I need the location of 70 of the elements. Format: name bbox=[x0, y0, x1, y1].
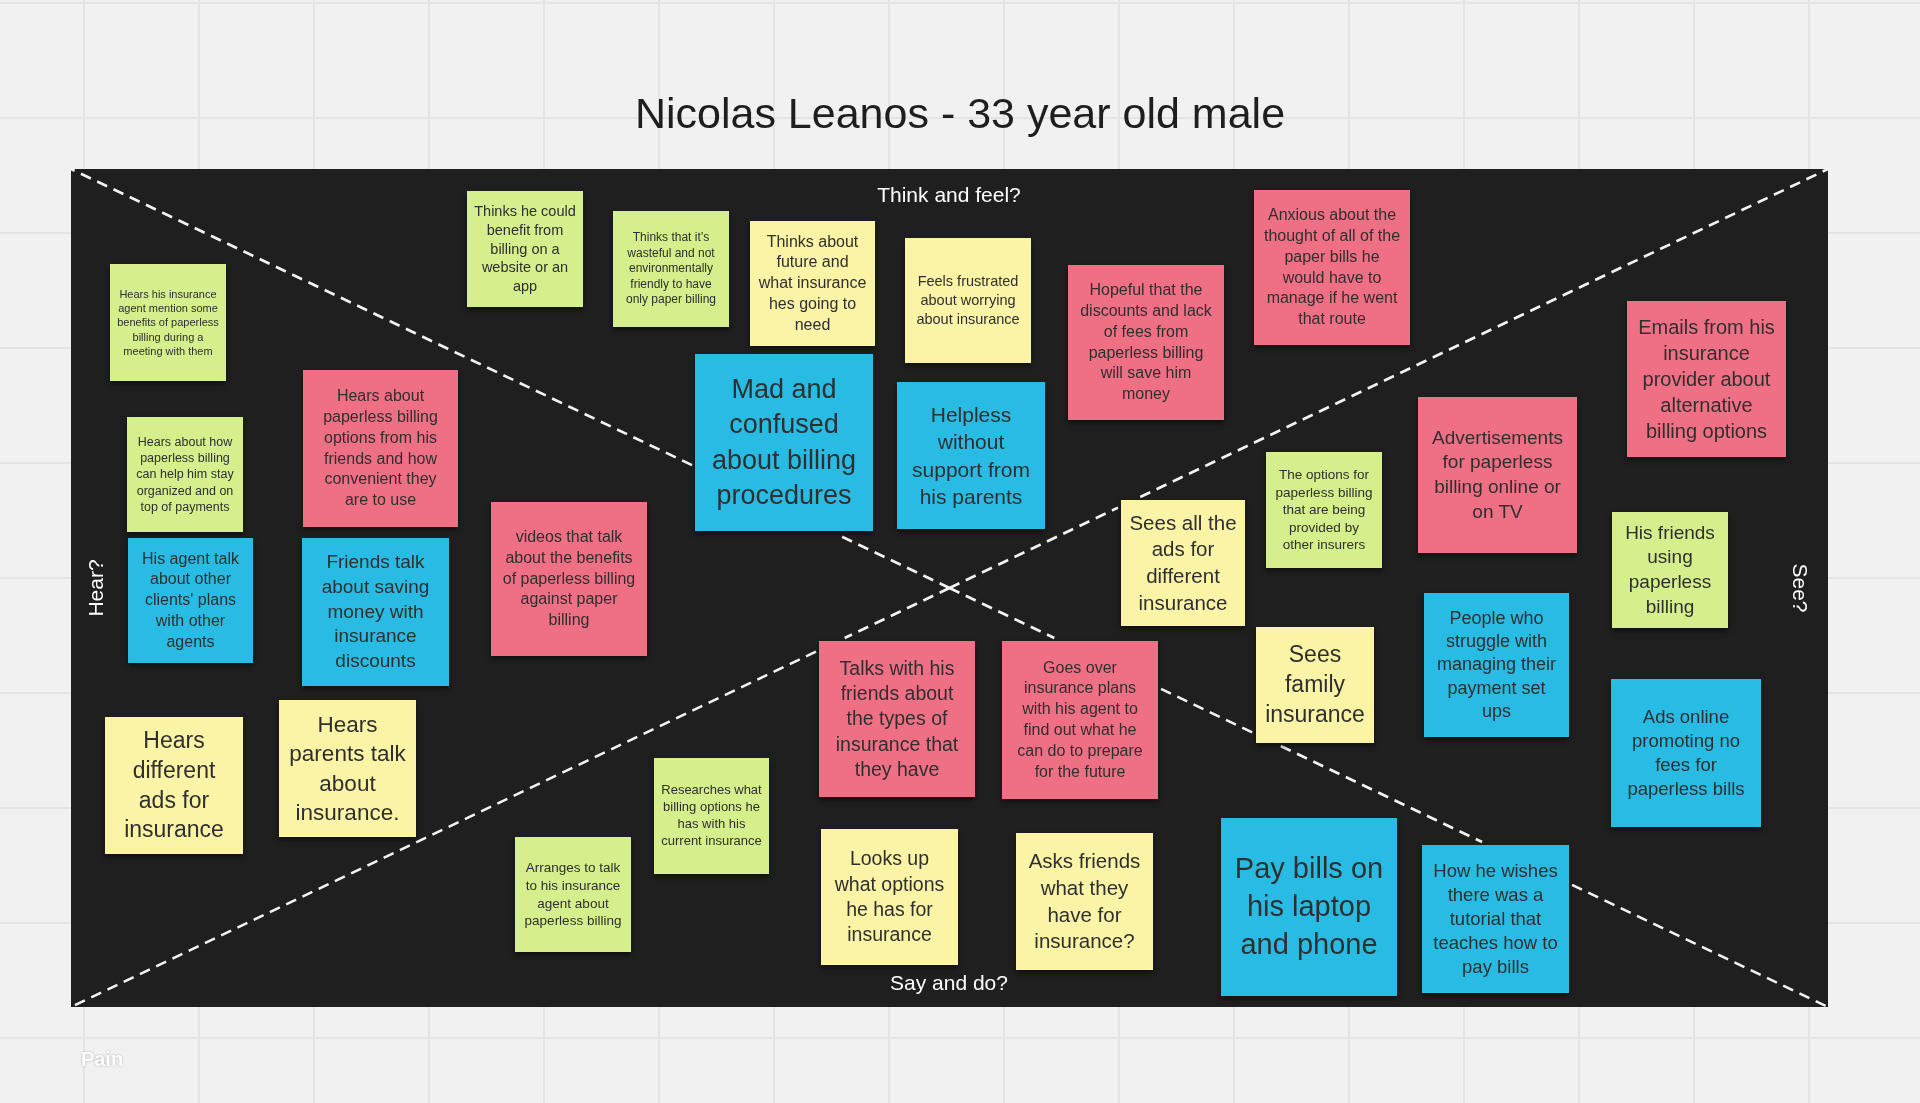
note-text: Sees all the ads for different insurance bbox=[1128, 509, 1238, 616]
note-text: Hopeful that the discounts and lack of fees from paperless billing will save him money bbox=[1079, 280, 1213, 405]
note-text: Ads online promoting no fees for paperless bills bbox=[1626, 704, 1746, 802]
note-text: His friends using paperless billing bbox=[1624, 520, 1716, 619]
note-text: Talks with his friends about the types of insurance that they have bbox=[834, 655, 960, 782]
note-text: Hears about how paperless billing can help him stay organized and on top of payments bbox=[135, 433, 235, 516]
sticky-note bbox=[1627, 301, 1786, 457]
sticky-note bbox=[105, 717, 243, 854]
note-text: Emails from his insurance provider about alternative billing options bbox=[1637, 315, 1776, 444]
title: Nicolas Leanos - 33 year old male bbox=[634, 88, 1286, 138]
quadrant-label: See? bbox=[1788, 563, 1812, 613]
sticky-note bbox=[897, 382, 1045, 529]
sticky-note bbox=[515, 837, 631, 952]
sticky-note bbox=[613, 211, 729, 327]
quadrant-label: Think and feel? bbox=[877, 183, 1021, 207]
note-text: Friends talk about saving money with insurance discounts bbox=[320, 550, 431, 674]
sticky-note bbox=[1424, 593, 1569, 737]
sticky-note bbox=[1266, 452, 1382, 568]
note-text: videos that talk about the benefits of paperless billing against paper billing bbox=[501, 527, 637, 631]
note-text: Anxious about the thought of all of the paper bills he would have to manage if he went that route bbox=[1263, 205, 1401, 330]
quadrant-label: Hear? bbox=[84, 559, 108, 617]
note-text: Thinks that it’s wasteful and not environmentally friendly to have only paper billing bbox=[624, 230, 718, 308]
sticky-note bbox=[128, 538, 253, 663]
note-text: Helpless without support from his parents bbox=[911, 401, 1031, 510]
sticky-note bbox=[1002, 641, 1158, 799]
sticky-note bbox=[491, 502, 647, 656]
note-text: Hears different ads for insurance bbox=[123, 725, 225, 845]
sticky-note bbox=[279, 700, 416, 837]
sticky-note bbox=[1254, 190, 1410, 345]
sticky-note bbox=[467, 191, 583, 307]
note-text: Hears about paperless billing options from his friends and how convenient they are to use bbox=[322, 386, 439, 511]
sticky-note bbox=[1422, 845, 1569, 993]
sticky-note bbox=[1418, 397, 1577, 553]
sticky-note bbox=[819, 641, 975, 797]
note-text: Looks up what options he has for insurance bbox=[833, 846, 946, 948]
note-text: His agent talk about other clients' plans with other agents bbox=[141, 548, 240, 652]
note-text: Sees family insurance bbox=[1264, 640, 1366, 729]
sticky-note bbox=[1611, 679, 1761, 827]
sticky-note bbox=[1221, 818, 1397, 996]
sticky-note bbox=[127, 417, 243, 532]
sticky-note bbox=[1612, 512, 1728, 628]
sticky-note bbox=[821, 829, 958, 965]
sticky-note bbox=[1068, 265, 1224, 420]
note-text: The options for paperless billing that are being provided by other insurers bbox=[1274, 466, 1374, 554]
note-text: Thinks about future and what insurance hes going to need bbox=[758, 231, 867, 335]
empathy-map-panel bbox=[71, 169, 1828, 1007]
note-text: Advertisements for paperless billing online or on TV bbox=[1431, 425, 1564, 524]
note-text: Asks friends what they have for insurance? bbox=[1027, 848, 1142, 955]
sticky-note bbox=[302, 538, 449, 686]
quadrant-label: Say and do? bbox=[890, 971, 1008, 995]
note-text: Thinks he could benefit from billing on a website or an app bbox=[474, 201, 576, 297]
sticky-note bbox=[1121, 500, 1245, 626]
sticky-note bbox=[1016, 833, 1153, 970]
note-text: People who struggle with managing their payment set ups bbox=[1435, 606, 1558, 724]
note-text: Hears his insurance agent mention some benefits of paperless billing during a meeting with them bbox=[117, 286, 219, 359]
note-text: Researches what billing options he has with his current insurance bbox=[661, 782, 762, 850]
note-text: Hears parents talk about insurance. bbox=[288, 711, 407, 827]
sticky-note bbox=[905, 238, 1031, 363]
note-text: Goes over insurance plans with his agent to find out what he can do to prepare for the future bbox=[1016, 657, 1144, 782]
note-text: Arranges to talk to his insurance agent about paperless billing bbox=[523, 859, 623, 930]
sticky-note bbox=[695, 354, 873, 531]
sticky-note bbox=[654, 758, 769, 874]
note-text: How he wishes there was a tutorial that teaches how to pay bills bbox=[1432, 858, 1559, 980]
sticky-note bbox=[303, 370, 458, 527]
sticky-note bbox=[750, 221, 875, 346]
sticky-note bbox=[110, 264, 226, 381]
sticky-note bbox=[1256, 627, 1374, 743]
note-text: Feels frustrated about worrying about insurance bbox=[915, 272, 1021, 329]
note-text: Mad and confused about billing procedures bbox=[710, 373, 858, 512]
note-text: Pay bills on his laptop and phone bbox=[1233, 851, 1385, 962]
